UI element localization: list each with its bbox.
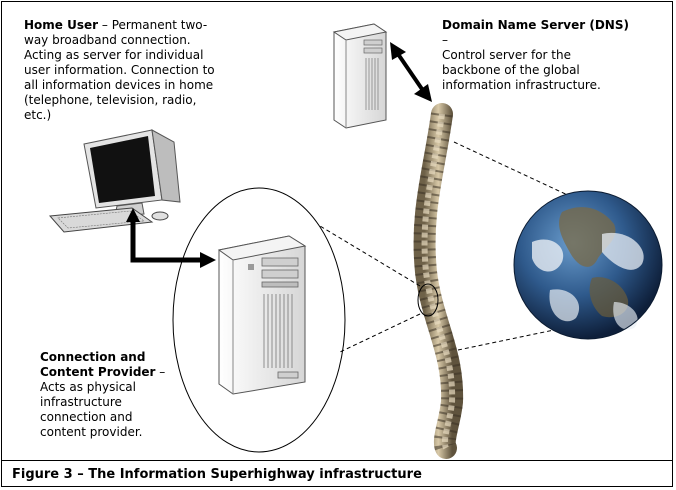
zoom-lines-globe [453,141,575,351]
dns-label: Domain Name Server (DNS) – Control serve… [442,18,632,93]
provider-title-line1: Connection and [40,350,146,364]
tower-server-icon [217,235,307,395]
dns-connection-arrow [390,42,432,102]
dns-title: Domain Name Server (DNS) [442,18,629,32]
figure-caption: Figure 3 – The Information Superhighway … [2,460,672,487]
diagram-canvas [48,23,663,459]
home-user-desc: – Permanent two-way broadband connection… [24,18,215,122]
home-user-label: Home User – Permanent two-way broadband … [24,18,222,123]
dns-desc: Control server for the backbone of the g… [442,48,601,92]
provider-label: Connection and Content Provider – Acts a… [40,350,172,440]
provider-title-line2: Content Provider [40,365,156,379]
provider-ellipse [172,187,346,453]
spine-icon [413,103,464,459]
dns-title-suffix: – [442,33,448,47]
home-user-title: Home User [24,18,99,32]
provider-desc: Acts as physical infrastructure connecti… [40,380,143,439]
desktop-computer-icon [48,129,181,233]
spine-focus-ellipse [417,283,439,317]
home-connection-arrow [126,208,216,268]
tower-server-icon [332,23,388,129]
earth-globe-icon [513,190,663,340]
provider-title-suffix: – [155,365,166,379]
zoom-lines-provider [319,225,421,353]
